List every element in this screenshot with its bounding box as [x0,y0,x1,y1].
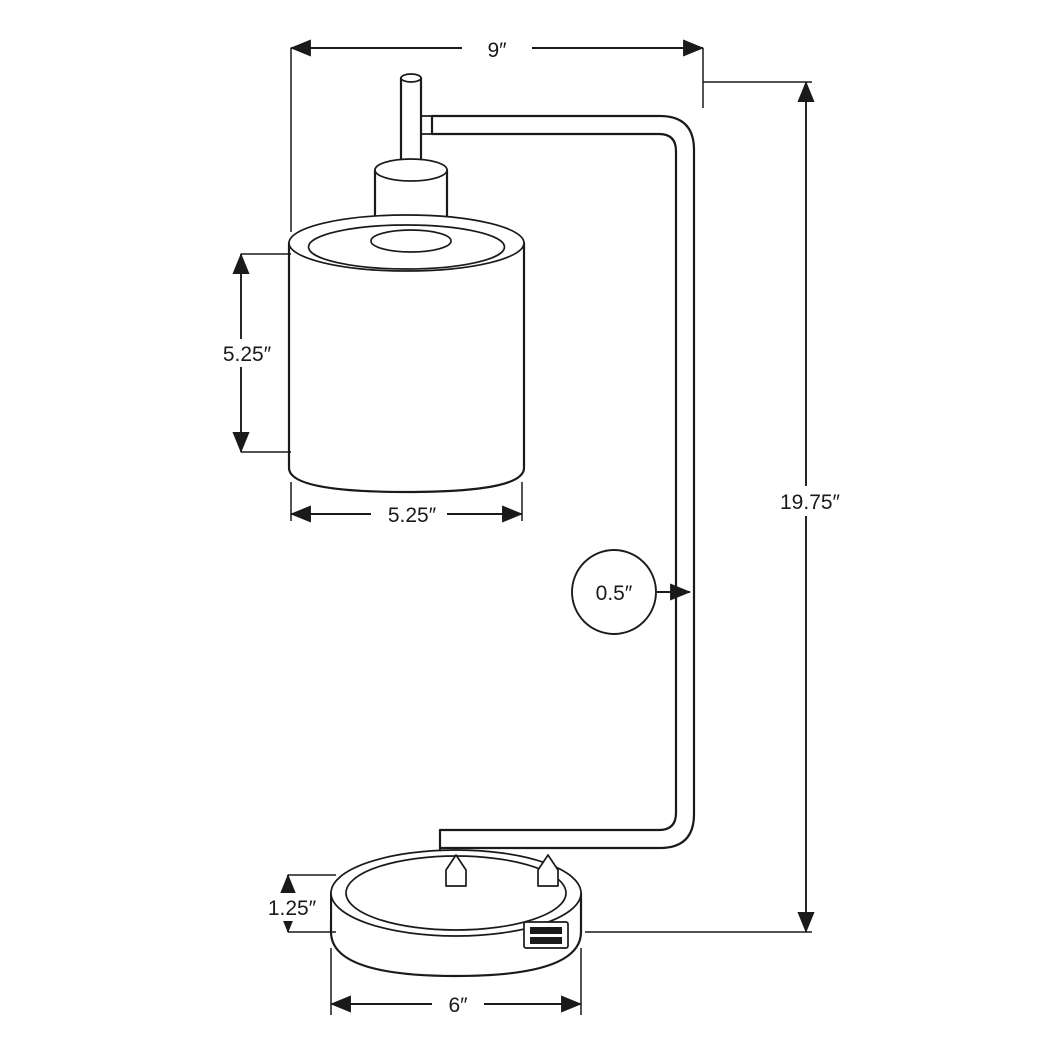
socket-drop-tube [399,73,433,170]
dimension-rod-diameter: 0.5″ [571,549,691,635]
lamp-shade [287,214,526,494]
dimension-label-shade-height: 5.25″ [223,343,272,366]
dimension-label-base-width: 6″ [448,994,468,1017]
usb-port [523,921,569,949]
base-switches [445,854,559,887]
dimension-label-overhang: 9″ [487,39,507,62]
dimension-label-height: 19.75″ [780,491,841,514]
lamp-base [329,849,583,978]
dimension-label-rod-diameter: 0.5″ [596,582,633,605]
dimension-base-height: 1.25″ [254,874,336,933]
dimension-label-base-height: 1.25″ [268,897,317,920]
dimension-base-width: 6″ [330,948,582,1018]
dimension-height: 19.75″ [585,81,850,933]
lamp-illustration [287,73,696,978]
dimension-shade-width: 5.25″ [290,482,523,528]
dimension-shade-height: 5.25″ [206,253,291,453]
dimension-label-shade-width: 5.25″ [388,504,437,527]
dimension-overhang: 9″ [290,34,704,232]
